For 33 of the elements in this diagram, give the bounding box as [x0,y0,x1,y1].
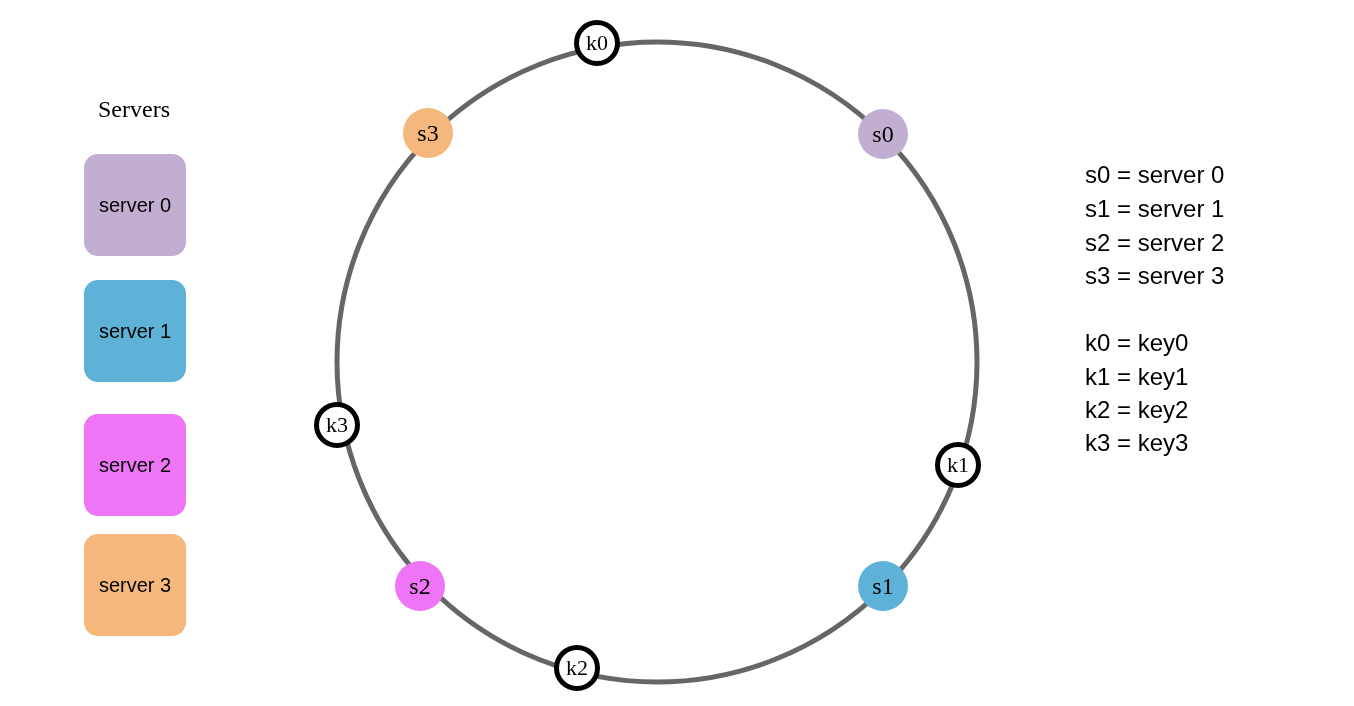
key-note: k0 = key0 [1085,331,1189,355]
marker-label: s0 [872,122,894,146]
key-note: k3 = key3 [1085,431,1189,455]
server-label: server 3 [98,573,172,597]
server-card [84,280,186,382]
key-marker [554,645,600,691]
marker-label: s3 [417,121,439,145]
server-marker [858,561,908,611]
server-marker [858,109,908,159]
key-marker [935,442,981,488]
server-label: server 0 [98,193,172,217]
server-card [84,154,186,256]
panel-heading: Servers [98,96,170,123]
server-label: server 1 [98,319,172,343]
server-marker [395,561,445,611]
marker-label: k1 [947,454,969,476]
key-marker [574,20,620,66]
server-label: server 2 [98,453,172,477]
marker-label: k0 [586,32,608,54]
server-card [84,534,186,636]
key-note: s0 = server 0 [1085,163,1225,187]
marker-label: k2 [566,657,588,679]
marker-label: s1 [872,574,894,598]
key-note: k2 = key2 [1085,398,1189,422]
key-note: k1 = key1 [1085,365,1189,389]
marker-label: k3 [326,414,348,436]
server-marker [403,108,453,158]
key-note: s1 = server 1 [1085,197,1225,221]
marker-label: s2 [409,574,431,598]
key-note: s3 = server 3 [1085,264,1225,288]
key-marker [314,402,360,448]
key-note: s2 = server 2 [1085,231,1225,255]
server-card [84,414,186,516]
